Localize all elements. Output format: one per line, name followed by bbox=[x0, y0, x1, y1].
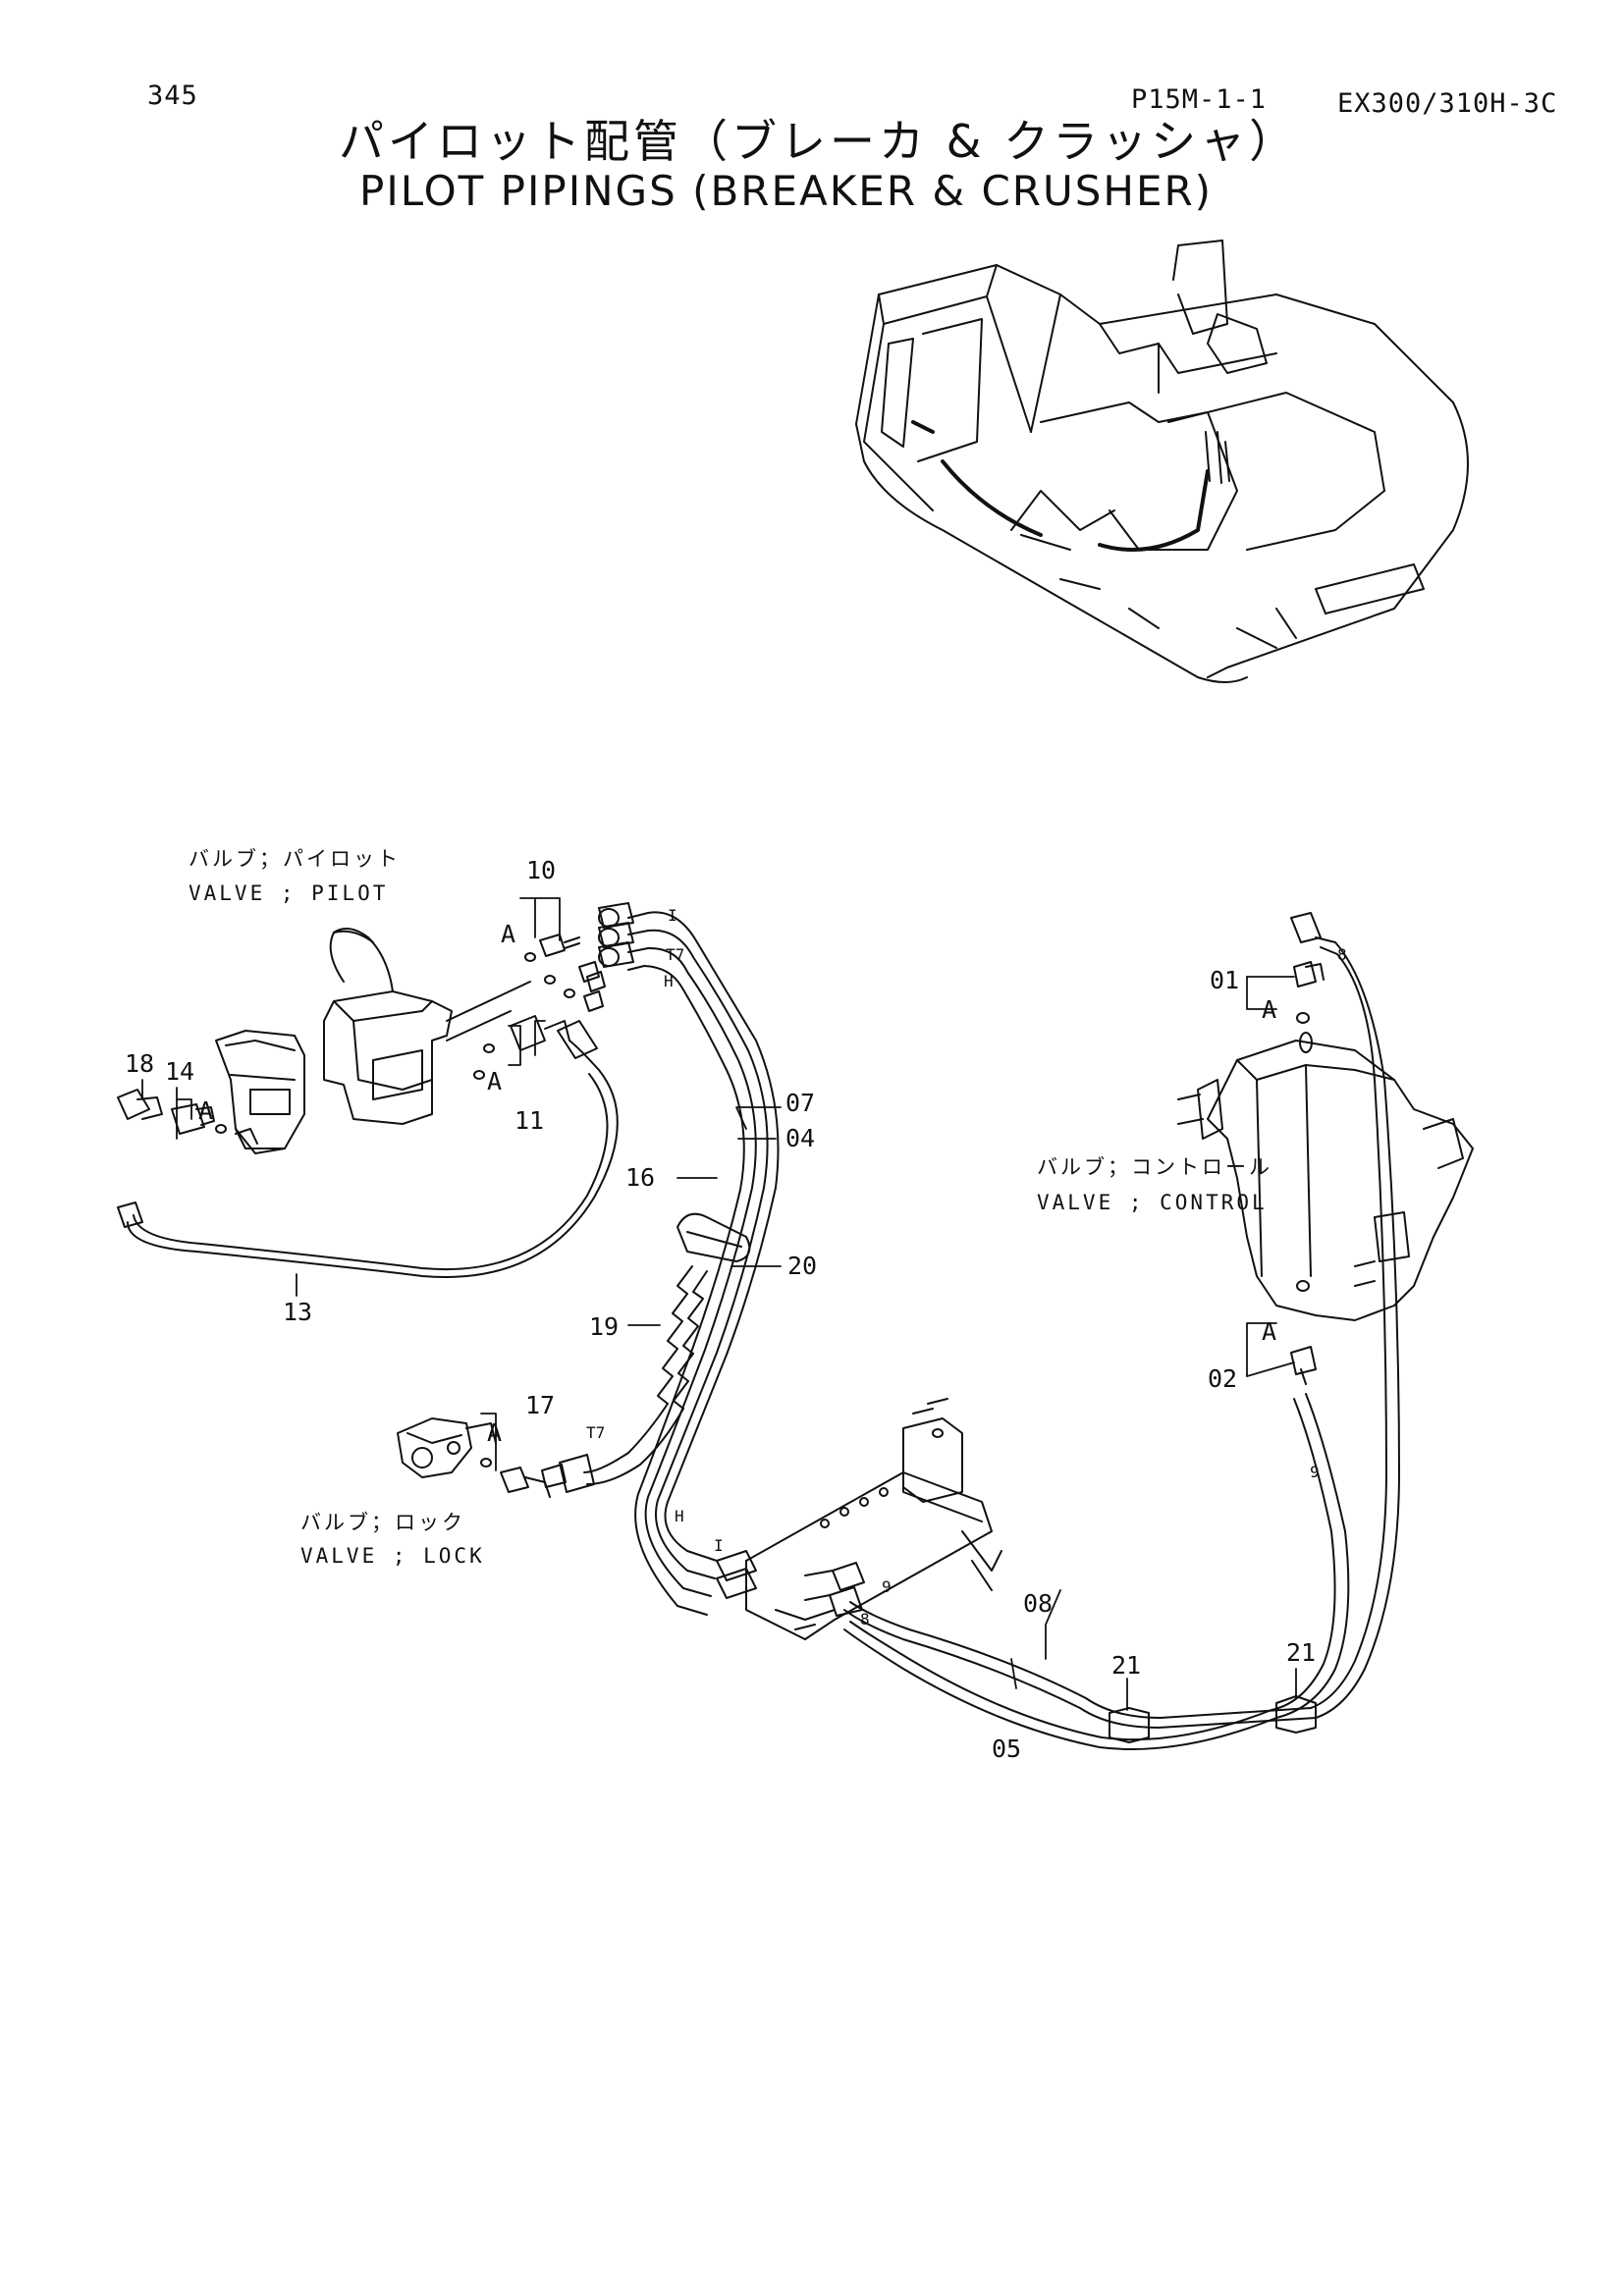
callout-16: 16 bbox=[625, 1163, 655, 1192]
excavator-overview-illustration bbox=[855, 240, 1469, 683]
callout-20: 20 bbox=[787, 1252, 817, 1280]
title-english: PILOT PIPINGS (BREAKER & CRUSHER) bbox=[359, 167, 1214, 215]
callout-19: 19 bbox=[589, 1312, 619, 1341]
callout-18: 18 bbox=[125, 1049, 154, 1078]
marker-a-01: A bbox=[1262, 995, 1276, 1024]
callout-21-right: 21 bbox=[1286, 1638, 1316, 1667]
marker-a-10: A bbox=[501, 920, 515, 948]
callout-08: 08 bbox=[1023, 1589, 1053, 1618]
clamp-20 bbox=[676, 1212, 751, 1262]
pilot-fittings bbox=[473, 934, 606, 1080]
page-code: P15M-1-1 bbox=[1131, 84, 1268, 115]
pilot-valve-label-en: VALVE ; PILOT bbox=[189, 881, 388, 905]
control-valve-label-en: VALVE ; CONTROL bbox=[1037, 1191, 1268, 1214]
lock-valve-label-en: VALVE ; LOCK bbox=[300, 1544, 485, 1568]
port-h-lower: H bbox=[675, 1507, 684, 1525]
hose-bundle-16-07-04 bbox=[598, 902, 780, 1616]
port-8-bracket: 8 bbox=[860, 1610, 870, 1629]
callout-13: 13 bbox=[283, 1298, 312, 1326]
control-valve-drawing bbox=[1177, 1032, 1474, 1321]
title-japanese: パイロット配管（ブレーカ & クラッシャ） bbox=[339, 115, 1299, 168]
port-8-valve: 8 bbox=[1337, 945, 1347, 964]
port-9-valve: 9 bbox=[1310, 1463, 1320, 1481]
bracket-plate bbox=[716, 1398, 1002, 1640]
marker-a-17: A bbox=[487, 1418, 502, 1447]
callout-07: 07 bbox=[785, 1089, 815, 1117]
marker-a-02: A bbox=[1262, 1317, 1276, 1346]
lock-valve-drawing bbox=[397, 1417, 551, 1498]
callout-14: 14 bbox=[165, 1057, 194, 1086]
lock-valve-label-jp: バルブ；ロック bbox=[300, 1511, 465, 1534]
callout-17: 17 bbox=[525, 1391, 555, 1419]
fittings-01-02 bbox=[1290, 961, 1325, 1385]
port-i-upper: I bbox=[668, 906, 677, 925]
callout-05: 05 bbox=[992, 1735, 1021, 1763]
machine-model: EX300/310H-3C bbox=[1337, 88, 1558, 119]
fitting-18-14 bbox=[117, 1089, 258, 1145]
callout-04: 04 bbox=[785, 1124, 815, 1152]
callout-02: 02 bbox=[1208, 1364, 1237, 1393]
callout-10: 10 bbox=[526, 856, 556, 884]
solenoid-valve-drawing bbox=[215, 1030, 305, 1154]
callout-leaders bbox=[141, 897, 1297, 1711]
port-t7-upper: T7 bbox=[666, 945, 684, 964]
port-h-upper: H bbox=[664, 972, 674, 990]
callout-01: 01 bbox=[1210, 966, 1239, 994]
hose-08-05 bbox=[843, 912, 1400, 1750]
pilot-valve-label-jp: バルブ；パイロット bbox=[189, 847, 401, 871]
port-i-lower: I bbox=[714, 1536, 724, 1555]
pilot-valve-drawing bbox=[323, 928, 531, 1125]
control-valve-label-jp: バルブ；コントロール bbox=[1037, 1155, 1272, 1179]
callout-11: 11 bbox=[514, 1106, 544, 1135]
hose-13 bbox=[117, 1020, 619, 1278]
port-9-bracket: 9 bbox=[882, 1577, 892, 1596]
page-number: 345 bbox=[147, 80, 198, 111]
callout-21-left: 21 bbox=[1111, 1651, 1141, 1680]
marker-a-11: A bbox=[487, 1067, 502, 1095]
spiral-guard-19 bbox=[541, 1265, 708, 1493]
port-t7-lower: T7 bbox=[586, 1423, 605, 1442]
marker-a-14: A bbox=[198, 1096, 213, 1125]
